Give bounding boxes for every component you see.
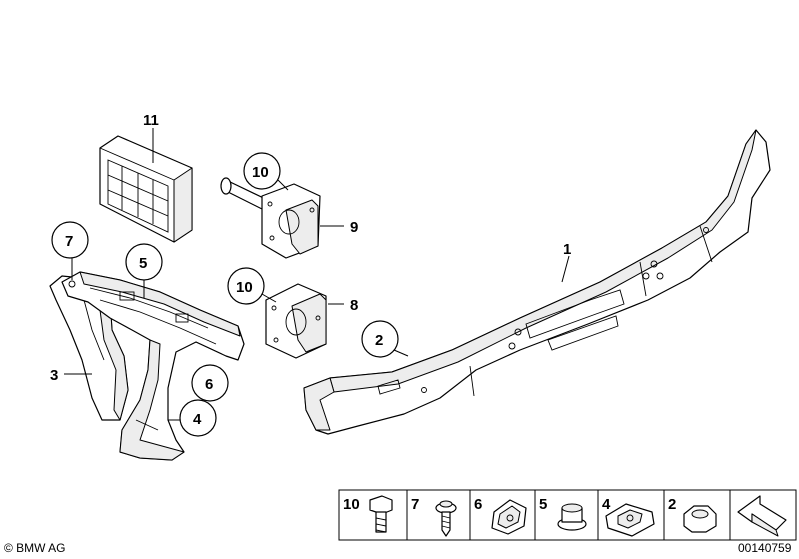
- part-8-crash-box: [265, 283, 327, 359]
- callout-9: 9: [350, 219, 358, 236]
- callout-10-upper: 10: [252, 164, 269, 181]
- legend-label-4: 4: [602, 496, 611, 513]
- legend-label-2: 2: [668, 496, 676, 513]
- callout-8: 8: [350, 297, 358, 314]
- part-1-bumper-beam: [303, 129, 771, 435]
- callout-7: 7: [65, 233, 73, 250]
- part-9-crash-box: [220, 177, 321, 259]
- callout-3: 3: [50, 367, 58, 384]
- legend-flange-nut-icon: [557, 503, 587, 531]
- legend-label-5: 5: [539, 496, 547, 513]
- callout-2: 2: [375, 332, 383, 349]
- callout-11: 11: [143, 112, 159, 129]
- image-number: 00140759: [738, 541, 792, 555]
- legend-strip: 10 7 6 5 4 2: [338, 489, 797, 541]
- callout-1: 1: [563, 241, 571, 258]
- part-11-grille: [99, 135, 193, 243]
- legend-spring-nut-icon: [605, 503, 655, 537]
- legend-label-10: 10: [343, 496, 360, 513]
- callout-5: 5: [139, 255, 147, 272]
- callout-4: 4: [193, 411, 202, 428]
- arrow-icon: [737, 495, 787, 537]
- legend-label-6: 6: [474, 496, 482, 513]
- part-5-carrier: [61, 271, 245, 461]
- legend-clip-nut-icon: [491, 499, 527, 535]
- callout-10-lower: 10: [236, 279, 253, 296]
- legend-screw-icon: [435, 500, 457, 537]
- legend-label-7: 7: [411, 496, 419, 513]
- callout-6: 6: [205, 376, 213, 393]
- brand-copyright: © BMW AG: [4, 541, 66, 555]
- legend-hex-nut-icon: [683, 505, 717, 533]
- legend-bolt-icon: [369, 495, 393, 533]
